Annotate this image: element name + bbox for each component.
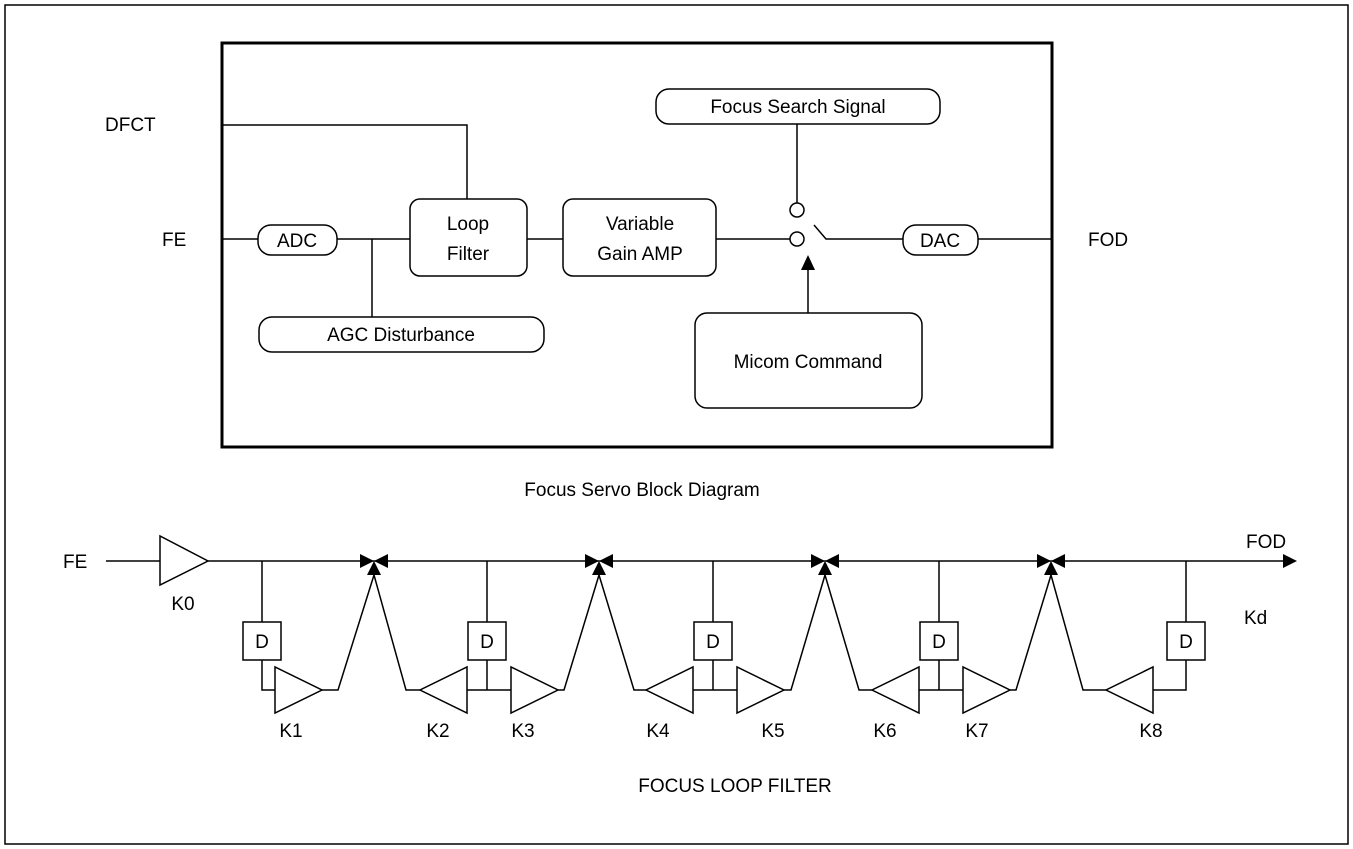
loop-filter-caption: FOCUS LOOP FILTER	[638, 776, 832, 797]
block-diagram-caption: Focus Servo Block Diagram	[524, 480, 759, 501]
k1-input-wire	[261, 660, 275, 691]
gain-label-k0: K0	[171, 594, 194, 615]
block-diagram-frame	[220, 41, 1054, 449]
k2-amplifier	[418, 665, 468, 715]
switch-contact-top	[789, 202, 805, 218]
delay-label-4: D	[932, 632, 946, 653]
focus-search-signal-label: Focus Search Signal	[710, 97, 885, 118]
gain-label-kd: Kd	[1244, 608, 1267, 629]
sum-arrow-left-1	[360, 554, 374, 568]
dac-block	[902, 224, 979, 256]
vga-label-line1: Variable	[606, 214, 674, 235]
focus-search-signal-block	[655, 88, 941, 125]
k3-amplifier	[510, 665, 560, 715]
page-frame	[4, 4, 1349, 845]
sum-arrow-right-4	[1051, 554, 1065, 568]
gain-label-k4: K4	[646, 721, 670, 742]
loop-filter-input-label: FE	[63, 552, 87, 573]
switch-contact-bottom	[789, 231, 805, 247]
sum-arrow-right-1	[374, 554, 388, 568]
loop-filter-block	[409, 198, 528, 277]
gain-label-k3: K3	[511, 721, 534, 742]
delay-label-1: D	[255, 632, 269, 653]
gain-label-k6: K6	[873, 721, 896, 742]
sum-arrow-up-3	[818, 561, 832, 575]
gain-label-k8: K8	[1139, 721, 1162, 742]
gain-label-k1: K1	[279, 721, 302, 742]
fe-input-label: FE	[162, 230, 186, 251]
k7-amplifier	[962, 665, 1012, 715]
micom-command-arrowhead	[801, 255, 815, 270]
gain-label-k5: K5	[761, 721, 784, 742]
k5-feed-line	[784, 574, 826, 691]
delay-label-5: D	[1179, 632, 1193, 653]
micom-command-block	[694, 312, 923, 409]
dfct-signal-line	[222, 124, 468, 199]
k4-amplifier	[644, 665, 694, 715]
k5-amplifier	[736, 665, 786, 715]
sum-arrow-up-2	[592, 561, 606, 575]
adc-label: ADC	[277, 231, 317, 252]
sum-arrow-left-3	[811, 554, 825, 568]
k0-amplifier	[159, 534, 210, 587]
agc-disturbance-label: AGC Disturbance	[327, 325, 475, 346]
adc-block	[257, 224, 338, 256]
delay-block-5	[1166, 621, 1206, 661]
gain-label-k2: K2	[426, 721, 449, 742]
k8-feed-line	[1050, 574, 1106, 691]
dac-label: DAC	[920, 231, 960, 252]
k2-feed-line	[373, 574, 420, 691]
fod-output-label: FOD	[1088, 230, 1128, 251]
vga-label-line2: Gain AMP	[597, 244, 683, 265]
k6-feed-line	[824, 574, 872, 691]
k8-input-wire	[1153, 660, 1187, 691]
k4-feed-line	[598, 574, 646, 691]
k1-feed-line	[322, 574, 375, 691]
sum-arrow-right-3	[825, 554, 839, 568]
micom-command-label: Micom Command	[734, 352, 883, 373]
loop-filter-label-line1: Loop	[447, 214, 489, 235]
k6-amplifier	[870, 665, 920, 715]
variable-gain-amp-block	[562, 198, 717, 277]
sum-arrow-left-4	[1037, 554, 1051, 568]
sum-arrow-right-2	[599, 554, 613, 568]
sum-arrow-up-1	[367, 561, 381, 575]
agc-disturbance-block	[258, 316, 545, 353]
k3-feed-line	[558, 574, 600, 691]
delay-block-2	[467, 621, 507, 661]
output-arrowhead	[1283, 554, 1297, 568]
k7-feed-line	[1010, 574, 1052, 691]
delay-label-2: D	[480, 632, 494, 653]
k8-amplifier	[1104, 665, 1154, 715]
loop-filter-label-line2: Filter	[447, 244, 490, 265]
gain-label-k7: K7	[965, 721, 988, 742]
k1-amplifier	[274, 665, 324, 715]
sum-arrow-up-4	[1044, 561, 1058, 575]
switch-blade-line	[813, 224, 903, 240]
sum-arrow-left-2	[585, 554, 599, 568]
delay-label-3: D	[706, 632, 720, 653]
loop-filter-output-label: FOD	[1246, 532, 1286, 553]
dfct-input-label: DFCT	[105, 115, 156, 136]
